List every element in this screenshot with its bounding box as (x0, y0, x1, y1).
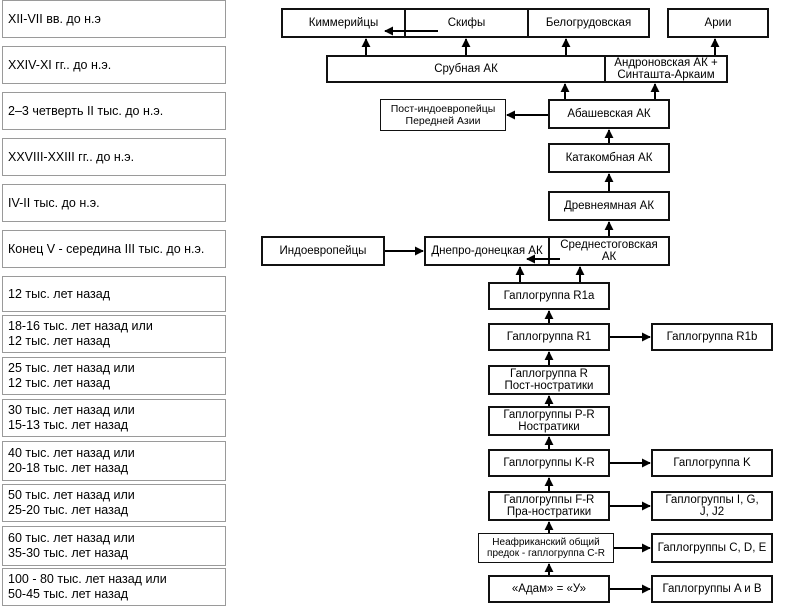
timeline-label: IV-II тыс. до н.э. (8, 195, 100, 210)
node-label: Гаплогруппа R Пост-ностратики (504, 368, 594, 392)
timeline-label: 2–3 четверть II тыс. до н.э. (8, 103, 164, 118)
node-label: Гаплогруппы F-R Пра-ностратики (503, 494, 595, 518)
timeline-label: 100 - 80 тыс. лет назад или 50-45 тыс. л… (8, 572, 167, 601)
node-label: Гаплогруппа R1b (666, 331, 758, 343)
timeline-row-2: XXIV-XI гг.. до н.э. (2, 46, 226, 84)
node-label: Гаплогруппа K (673, 457, 751, 469)
node-label: Гаплогруппы P-R Ностратики (503, 409, 595, 433)
timeline-row-14: 100 - 80 тыс. лет назад или 50-45 тыс. л… (2, 568, 226, 606)
timeline-row-6: Конец V - середина III тыс. до н.э. (2, 230, 226, 268)
node-label: Гаплогруппы A и B (662, 583, 762, 595)
node-c-r: Неафриканский общий предок - гаплогруппа… (478, 533, 614, 563)
node-label: Срубная АК (434, 63, 498, 75)
node-indoeuropeans: Индоевропейцы (261, 236, 385, 266)
node-label: Катакомбная АК (565, 152, 653, 164)
timeline-label: 60 тыс. лет назад или 35-30 тыс. лет наз… (8, 531, 135, 560)
timeline-label: 12 тыс. лет назад (8, 286, 111, 301)
node-p-r: Гаплогруппы P-R Ностратики (488, 406, 610, 436)
timeline-label: XXIV-XI гг.. до н.э. (8, 57, 112, 72)
node-c-d-e: Гаплогруппы C, D, E (651, 533, 773, 563)
node-label: Киммерийцы (308, 17, 379, 29)
node-label: «Адам» = «У» (511, 583, 587, 595)
node-label: Гаплогруппы K-R (503, 457, 595, 469)
node-label: Гаплогруппы C, D, E (657, 542, 767, 554)
node-r1: Гаплогруппа R1 (488, 323, 610, 351)
node-arii: Арии (667, 8, 769, 38)
timeline-label: 18-16 тыс. лет назад или 12 тыс. лет наз… (8, 319, 153, 348)
timeline-label: 50 тыс. лет назад или 25-20 тыс. лет наз… (8, 488, 135, 517)
timeline-row-7: 12 тыс. лет назад (2, 276, 226, 312)
timeline-row-13: 60 тыс. лет назад или 35-30 тыс. лет наз… (2, 526, 226, 566)
node-label: Скифы (447, 17, 486, 29)
node-label: Индоевропейцы (279, 245, 367, 257)
node-label: Абашевская АК (567, 108, 651, 120)
node-post-indoeuropeans: Пост-индоевропейцы Передней Азии (380, 99, 506, 131)
timeline-label: Конец V - середина III тыс. до н.э. (8, 241, 205, 256)
node-f-r: Гаплогруппы F-R Пра-ностратики (488, 491, 610, 521)
timeline-label: 25 тыс. лет назад или 12 тыс. лет назад (8, 361, 135, 390)
timeline-row-12: 50 тыс. лет назад или 25-20 тыс. лет наз… (2, 484, 226, 522)
node-label: Белогрудовская (545, 17, 632, 29)
node-label: Среднестоговская АК (560, 239, 658, 263)
node-k-r: Гаплогруппы K-R (488, 449, 610, 477)
node-label: Древнеямная АК (563, 200, 655, 212)
node-srednestogovskaya: Среднестоговская АК (548, 236, 670, 266)
node-label: Пост-индоевропейцы Передней Азии (390, 103, 496, 127)
timeline-label: XII-VII вв. до н.э (8, 11, 101, 26)
timeline-row-5: IV-II тыс. до н.э. (2, 184, 226, 222)
node-r1b: Гаплогруппа R1b (651, 323, 773, 351)
timeline-row-4: XXVIII-XXIII гг.. до н.э. (2, 138, 226, 176)
timeline-row-9: 25 тыс. лет назад или 12 тыс. лет назад (2, 357, 226, 395)
node-label: Арии (704, 17, 732, 29)
node-label: Неафриканский общий предок - гаплогруппа… (487, 537, 605, 559)
node-k: Гаплогруппа K (651, 449, 773, 477)
timeline-row-3: 2–3 четверть II тыс. до н.э. (2, 92, 226, 130)
node-abashevskaya: Абашевская АК (548, 99, 670, 129)
node-adam: «Адам» = «У» (488, 575, 610, 603)
node-srubnaya: Срубная АК (326, 55, 606, 83)
node-belogrudovskaya: Белогрудовская (527, 8, 650, 38)
node-drevneyamnaya: Древнеямная АК (548, 191, 670, 221)
timeline-label: XXVIII-XXIII гг.. до н.э. (8, 149, 135, 164)
node-label: Гаплогруппа R1 (506, 331, 592, 343)
node-r: Гаплогруппа R Пост-ностратики (488, 365, 610, 395)
timeline-row-8: 18-16 тыс. лет назад или 12 тыс. лет наз… (2, 315, 226, 353)
node-andronovskaya: Андроновская АК + Синташта-Аркаим (604, 55, 728, 83)
node-r1a: Гаплогруппа R1a (488, 282, 610, 310)
timeline-row-10: 30 тыс. лет назад или 15-13 тыс. лет наз… (2, 399, 226, 437)
timeline-row-1: XII-VII вв. до н.э (2, 0, 226, 38)
node-label: Гаплогруппы I, G, J, J2 (665, 494, 759, 518)
timeline-label: 30 тыс. лет назад или 15-13 тыс. лет наз… (8, 403, 135, 432)
node-katakombnaya: Катакомбная АК (548, 143, 670, 173)
node-a-b: Гаплогруппы A и B (651, 575, 773, 603)
timeline-label: 40 тыс. лет назад или 20-18 тыс. лет наз… (8, 446, 135, 475)
node-label: Днепро-донецкая АК (431, 245, 543, 257)
node-label: Андроновская АК + Синташта-Аркаим (614, 57, 718, 81)
node-i-g-j: Гаплогруппы I, G, J, J2 (651, 491, 773, 521)
timeline-row-11: 40 тыс. лет назад или 20-18 тыс. лет наз… (2, 441, 226, 481)
node-label: Гаплогруппа R1a (503, 290, 595, 302)
